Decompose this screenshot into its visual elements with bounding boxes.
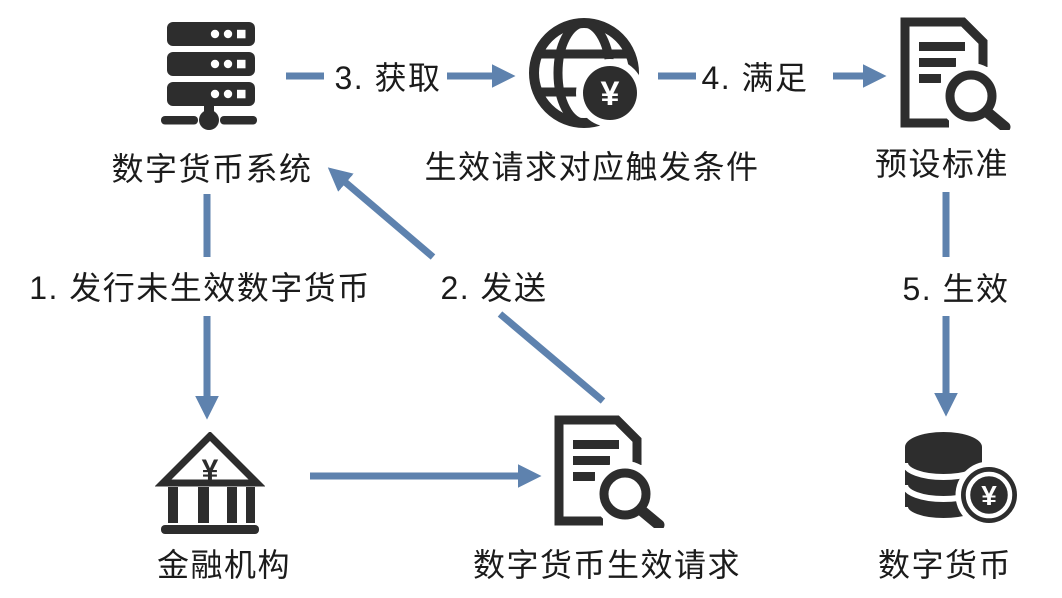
node-digital-currency-system [160, 20, 258, 135]
yen-symbol: ¥ [202, 454, 219, 487]
yen-symbol: ¥ [981, 480, 997, 511]
node-label-digital-currency: 数字货币 [877, 546, 1013, 583]
edge-label-step1: 1. 发行未生效数字货币 [29, 269, 371, 306]
server-icon [161, 22, 257, 130]
document-search-icon [554, 415, 665, 531]
node-financial-institution: ¥ [154, 431, 266, 539]
document-search-icon [900, 17, 1011, 133]
node-label-activation-request: 数字货币生效请求 [472, 546, 742, 583]
globe-yen-icon: ¥ [529, 18, 644, 128]
node-label-financial-institution: 金融机构 [156, 546, 292, 583]
node-label-preset-standard: 预设标准 [874, 145, 1010, 182]
node-preset-standard [895, 15, 1011, 135]
node-trigger-condition: ¥ [523, 16, 645, 143]
edge-label-step5: 5. 生效 [902, 270, 1010, 307]
coins-yen-icon: ¥ [902, 432, 1023, 529]
edge-label-step2: 2. 发送 [440, 269, 548, 306]
arrow-step2-lower [497, 311, 606, 404]
bank-yen-icon: ¥ [154, 431, 266, 534]
edge-label-step3: 3. 获取 [334, 59, 442, 96]
node-label-trigger-condition: 生效请求对应触发条件 [424, 148, 760, 185]
node-digital-currency: ¥ [902, 428, 1023, 538]
node-label-system: 数字货币系统 [111, 150, 313, 187]
yen-symbol: ¥ [601, 75, 620, 113]
edge-label-step4: 4. 满足 [701, 59, 809, 96]
arrow-step2-head [327, 167, 436, 260]
node-activation-request [549, 413, 665, 533]
